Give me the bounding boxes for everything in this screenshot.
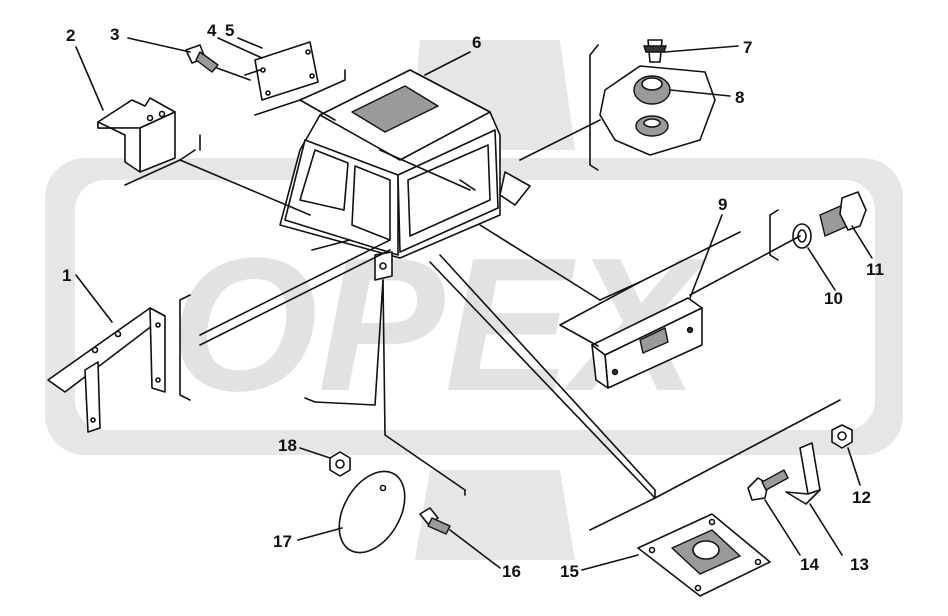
callout-3: 3 (110, 25, 119, 44)
callout-1: 1 (62, 266, 71, 285)
callout-15: 15 (560, 562, 579, 581)
part-15-plate (637, 513, 771, 597)
leader-lines (75, 37, 873, 571)
part-4-5-plate (254, 41, 319, 101)
callout-11: 11 (866, 260, 884, 279)
watermark: OPEX (45, 40, 903, 560)
callout-5: 5 (225, 21, 234, 40)
callout-18: 18 (278, 436, 297, 455)
part-8-grommet-panel (599, 65, 716, 156)
callout-9: 9 (718, 195, 727, 214)
callout-13: 13 (850, 555, 869, 574)
callout-12: 12 (852, 488, 871, 507)
callout-17: 17 (273, 532, 292, 551)
callout-10: 10 (824, 289, 843, 308)
callout-16: 16 (502, 562, 521, 581)
part-16-screw (419, 507, 451, 535)
watermark-text: OPEX (170, 219, 708, 431)
part-12-nut (831, 424, 853, 449)
callout-4: 4 (207, 21, 217, 40)
callout-6: 6 (472, 33, 481, 52)
part-9-box (591, 297, 703, 389)
part-7-valve (643, 39, 667, 63)
part-10-washer (792, 223, 812, 249)
part-3-bolt (185, 44, 219, 73)
callout-14: 14 (800, 555, 819, 574)
part-18-nut (329, 451, 351, 477)
part-6-cab (279, 69, 531, 281)
callout-2: 2 (66, 26, 75, 45)
callout-8: 8 (735, 88, 744, 107)
callout-7: 7 (743, 38, 752, 57)
callout-labels: 1 2 3 4 5 6 7 8 9 10 11 12 13 14 15 16 1… (62, 21, 884, 581)
part-2-bracket (97, 97, 176, 173)
part-17-disc (338, 470, 406, 554)
part-11-bolt (819, 191, 867, 237)
part-13-angle-bracket (785, 442, 821, 505)
part-14-bolt (747, 469, 789, 501)
part-1-bracket (47, 307, 166, 433)
assembly-lines (124, 44, 841, 531)
